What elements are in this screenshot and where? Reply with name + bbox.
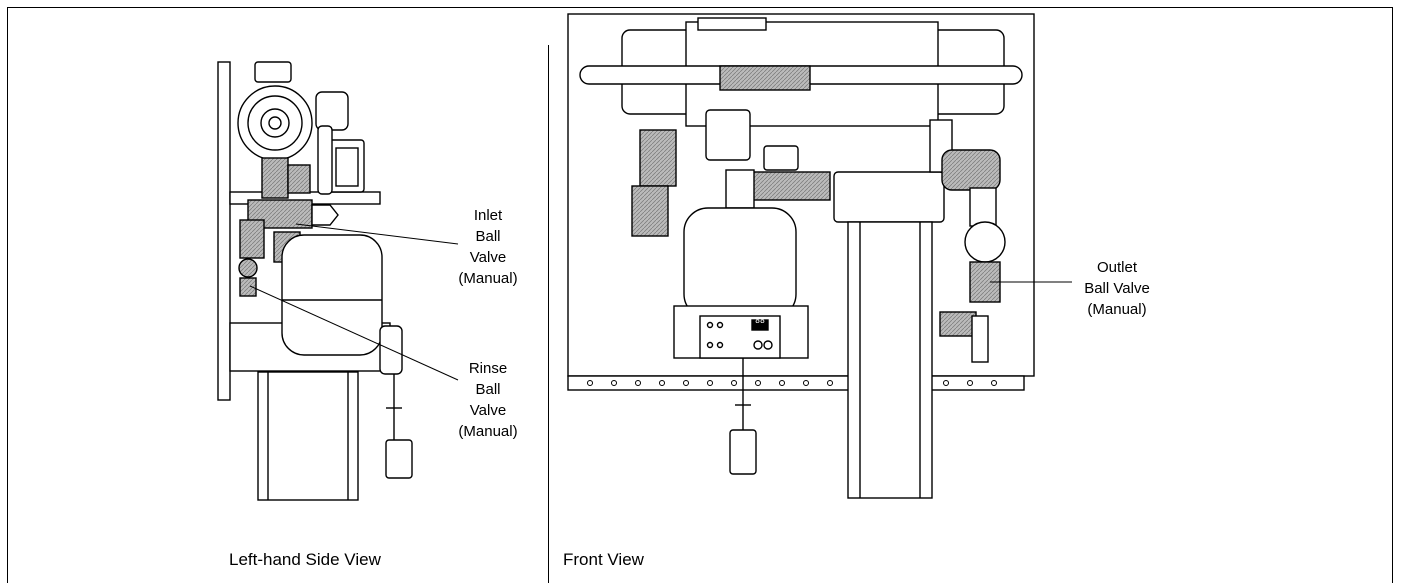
front-filter-head: [833, 171, 945, 223]
side-filter-housing: [257, 371, 359, 501]
side-rinse-valve-body: [238, 258, 258, 278]
front-pressure-tank: [683, 207, 797, 319]
front-view-drawing: [567, 13, 1035, 499]
front-float-sensor: [729, 429, 757, 475]
outlet-ball-valve-label: Outlet Ball Valve (Manual): [1084, 259, 1150, 318]
side-leader-lines: [249, 223, 459, 381]
front-view-caption: Front View: [563, 550, 644, 569]
rinse-ball-valve-label: Rinse Ball Valve (Manual): [458, 360, 518, 440]
view-divider: [548, 45, 549, 583]
controller-display: 88: [755, 316, 765, 325]
front-pressure-gauge: [964, 221, 1006, 263]
side-pressure-tank: [281, 234, 383, 356]
inlet-ball-valve-label: Inlet Ball Valve (Manual): [458, 207, 518, 287]
front-filter-housing: [847, 221, 933, 499]
side-wall-plate: [217, 61, 231, 401]
side-view-drawing: [217, 61, 413, 501]
figure-border: [7, 7, 1393, 583]
front-left-valve: [631, 185, 669, 237]
side-view-caption: Left-hand Side View: [229, 550, 381, 569]
